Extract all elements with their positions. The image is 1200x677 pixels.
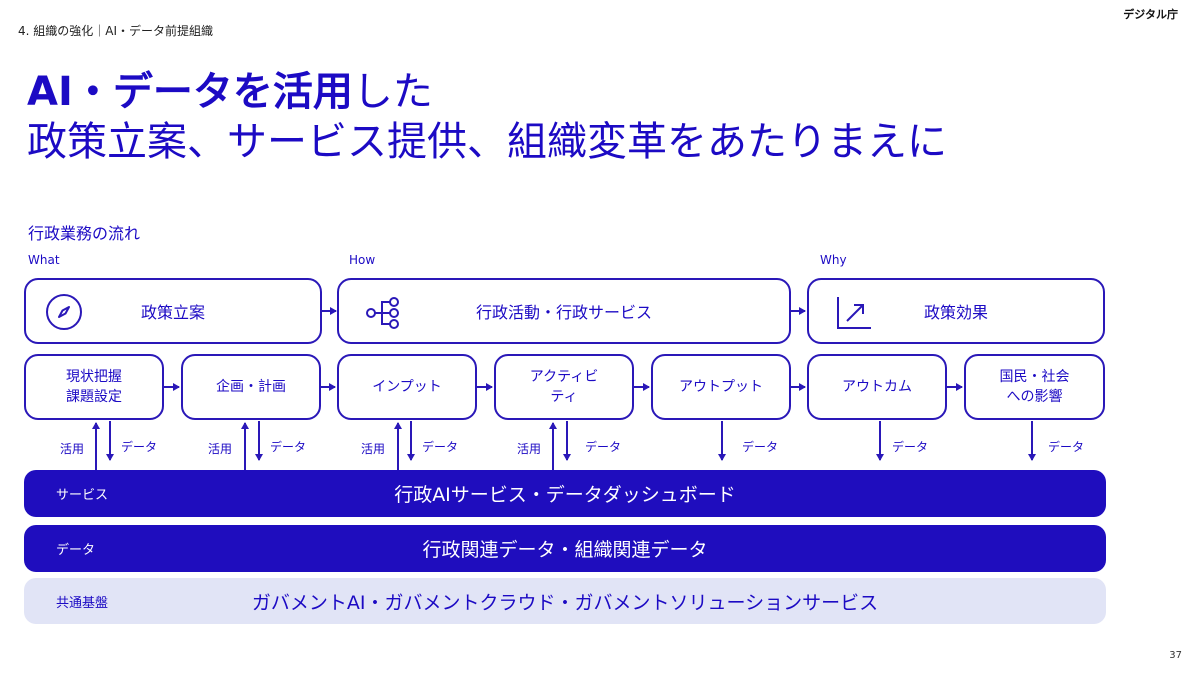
section-label: 行政業務の流れ [28, 224, 141, 243]
label-data: データ [121, 440, 158, 454]
bar-text: 行政関連データ・組織関連データ [422, 539, 708, 561]
label-use: 活用 [361, 442, 386, 456]
label-use: 活用 [517, 442, 542, 456]
bar-platform: 共通基盤 ガバメントAI・ガバメントクラウド・ガバメントソリューションサービス [24, 578, 1106, 624]
step-impact: 国民・社会 への影響 [964, 354, 1105, 420]
trend-chart-icon [837, 297, 871, 329]
label-use: 活用 [60, 442, 85, 456]
breadcrumb: 4. 組織の強化｜AI・データ前提組織 [18, 24, 214, 38]
flow-icon [366, 297, 399, 329]
label-data: データ [892, 440, 929, 454]
step-output: アウトプット [651, 354, 791, 420]
box-admin-activity: 行政活動・行政サービス [337, 278, 791, 344]
step-input: インプット [337, 354, 477, 420]
bar-tag: データ [56, 543, 96, 558]
box-policy-effect: 政策効果 [807, 278, 1105, 344]
step-outcome: アウトカム [807, 354, 947, 420]
bar-tag: サービス [56, 488, 109, 503]
title-rest: した [352, 69, 433, 115]
bar-data: データ 行政関連データ・組織関連データ [24, 525, 1106, 572]
label-data: データ [422, 440, 459, 454]
box-label: 政策立案 [140, 303, 205, 322]
logo: デジタル庁 [1123, 8, 1178, 21]
label-use: 活用 [208, 442, 233, 456]
label-data: データ [270, 440, 307, 454]
page-title: AI・データを活用した [27, 66, 433, 118]
step-current-status: 現状把握 課題設定 [24, 354, 164, 420]
box-label: 行政活動・行政サービス [475, 303, 652, 322]
phase-what: What [28, 253, 60, 267]
phase-why: Why [820, 253, 847, 267]
step-planning: 企画・計画 [181, 354, 321, 420]
box-label: 政策効果 [923, 303, 988, 322]
compass-icon [46, 294, 82, 330]
box-policy-planning: 政策立案 [24, 278, 322, 344]
title-strong: AI・データを活用 [27, 69, 353, 115]
label-data: データ [585, 440, 622, 454]
bar-text: 行政AIサービス・データダッシュボード [394, 484, 736, 506]
bar-tag: 共通基盤 [56, 595, 109, 611]
page-subtitle: 政策立案、サービス提供、組織変革をあたりまえに [27, 119, 947, 165]
phase-how: How [349, 253, 376, 267]
page-number: 37 [1169, 650, 1182, 661]
bar-service: サービス 行政AIサービス・データダッシュボード [24, 470, 1106, 517]
step-activity: アクティビ ティ [494, 354, 634, 420]
label-data: データ [742, 440, 779, 454]
label-data: データ [1048, 440, 1085, 454]
bar-text: ガバメントAI・ガバメントクラウド・ガバメントソリューションサービス [251, 591, 879, 614]
